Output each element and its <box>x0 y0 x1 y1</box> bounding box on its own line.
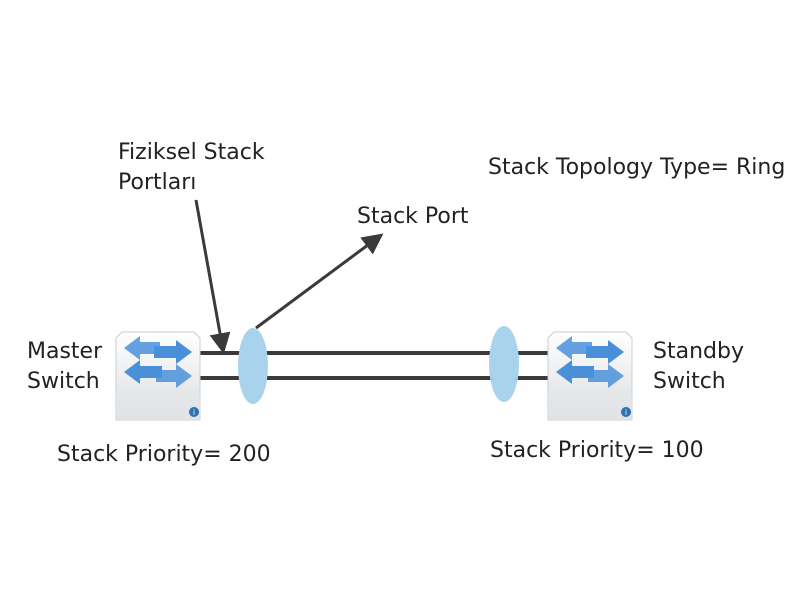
info-icon <box>621 407 631 417</box>
standby-switch-icon: i <box>547 331 633 421</box>
stack-port-ellipse-standby <box>489 326 519 402</box>
physical-ports-label-line1: Fiziksel Stack <box>118 140 265 165</box>
topology-label: Stack Topology Type= Ring <box>488 155 786 180</box>
master-switch-label-line2: Switch <box>27 369 100 394</box>
standby-switch-label-line2: Switch <box>653 369 726 394</box>
master-switch-label-line1: Master <box>27 339 103 364</box>
stack-port-pointer-arrow <box>255 233 384 330</box>
info-icon <box>189 407 199 417</box>
stack-port-ellipse-master <box>238 328 268 404</box>
physical-ports-pointer-arrow <box>194 199 231 355</box>
svg-text:i: i <box>193 408 195 417</box>
stack-port-label: Stack Port <box>357 204 469 229</box>
svg-text:i: i <box>625 408 627 417</box>
physical-ports-label-line2: Portları <box>118 170 197 195</box>
standby-priority-label: Stack Priority= 100 <box>490 438 704 463</box>
master-priority-label: Stack Priority= 200 <box>57 442 271 467</box>
standby-switch-label-line1: Standby <box>653 339 744 364</box>
master-switch-icon: i <box>115 331 201 421</box>
